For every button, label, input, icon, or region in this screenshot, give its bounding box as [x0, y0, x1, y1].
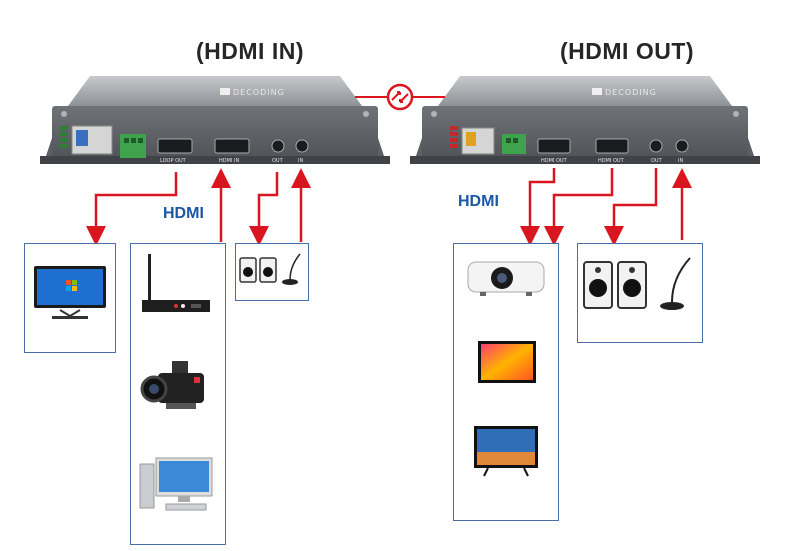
set-top-box-icon — [142, 254, 210, 312]
receiver-indicators — [450, 126, 458, 148]
hdmi-out-port-1 — [537, 138, 571, 154]
transmitter-brand: DECODING — [233, 88, 285, 97]
receiver-audio-out-jack — [649, 139, 663, 153]
projector-icon — [467, 261, 545, 296]
hdmi-out-port-2 — [595, 138, 629, 154]
audio-in-jack — [295, 139, 309, 153]
hdmi-in-port — [214, 138, 250, 154]
hdmi-label-left: HDMI — [163, 205, 204, 222]
receiver-device: DECODING HDMI OUT HDMI OUT OUT IN — [410, 76, 760, 164]
monitor-icon — [34, 266, 106, 319]
svg-text:OUT: OUT — [651, 158, 663, 164]
receiver-audio-in-jack — [675, 139, 689, 153]
hdmi-label-right: HDMI — [458, 193, 499, 210]
audio-out-jack — [271, 139, 285, 153]
title-hdmi-in: (HDMI IN) — [196, 38, 304, 64]
flat-tv-icon — [474, 426, 538, 477]
svg-text:OUT: OUT — [272, 158, 284, 164]
video-camera-icon — [140, 361, 204, 409]
fiber-link — [355, 83, 445, 111]
svg-text:IN: IN — [298, 158, 303, 164]
transmitter-device: DECODING LOOP OUT HDMI IN OUT IN — [40, 76, 390, 164]
svg-text:HDMI IN: HDMI IN — [219, 158, 239, 164]
arrow-receiver-audio-out — [604, 168, 658, 246]
led-panel-icon — [478, 341, 536, 383]
desktop-computer-icon — [139, 457, 213, 511]
title-hdmi-out: (HDMI OUT) — [560, 38, 695, 64]
receiver-brand: DECODING — [605, 88, 657, 97]
arrow-hdmi-out-2 — [544, 168, 614, 246]
svg-text:HDMI OUT: HDMI OUT — [541, 158, 568, 164]
arrow-loop-out-to-monitor — [86, 172, 178, 246]
svg-text:IN: IN — [678, 158, 683, 164]
svg-text:LOOP OUT: LOOP OUT — [160, 158, 187, 164]
arrow-hdmi-out-1 — [520, 168, 556, 246]
speakers-and-mic-icon — [239, 253, 301, 285]
hdmi-loop-out-port — [157, 138, 193, 154]
svg-text:HDMI OUT: HDMI OUT — [598, 158, 625, 164]
receiver-speakers-and-mic-icon — [583, 257, 691, 310]
arrow-audio-out-to-speakers — [249, 172, 279, 246]
transmitter-indicators — [60, 126, 68, 148]
